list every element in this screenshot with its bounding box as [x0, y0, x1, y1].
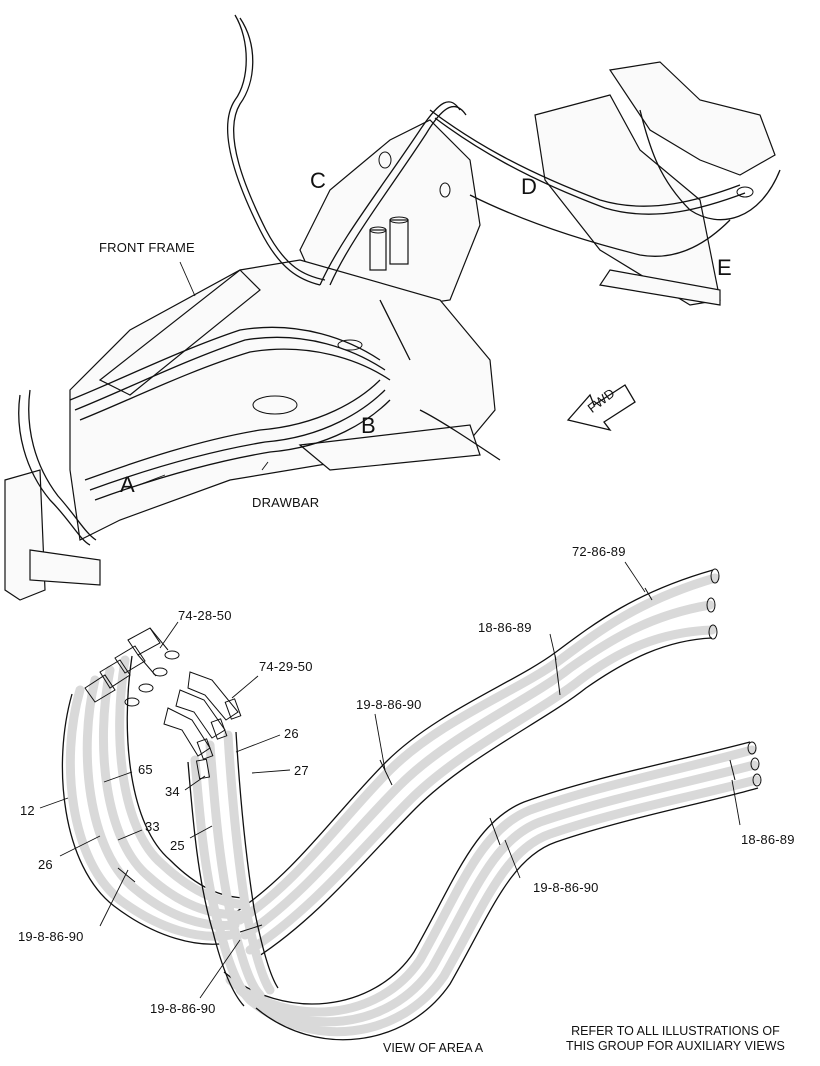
callout-12: 12 — [20, 803, 35, 818]
area-e-label: E — [717, 255, 732, 280]
callout-65: 65 — [138, 762, 153, 777]
forward-direction-arrow — [566, 384, 636, 432]
machine-frame-assembly — [4, 61, 776, 601]
refer-note-line-1: REFER TO ALL ILLUSTRATIONS OF — [571, 1024, 780, 1038]
fitting-group-74-28-50 — [84, 627, 180, 707]
callout-25: 25 — [170, 838, 185, 853]
front-frame-label: FRONT FRAME — [99, 240, 195, 255]
callout-74-28-50: 74-28-50 — [178, 608, 232, 623]
callout-19-8-86-90-middle: 19-8-86-90 — [356, 697, 422, 712]
callout-74-29-50: 74-29-50 — [259, 659, 313, 674]
area-a-hose-bundle — [61, 568, 762, 1041]
area-a-label: A — [120, 472, 135, 497]
refer-note-line-2: THIS GROUP FOR AUXILIARY VIEWS — [566, 1039, 785, 1053]
callout-72-86-89: 72-86-89 — [572, 544, 626, 559]
area-d-label: D — [521, 174, 537, 199]
callout-26-right: 26 — [284, 726, 299, 741]
refer-note: REFER TO ALL ILLUSTRATIONS OF THIS GROUP… — [566, 1024, 785, 1054]
callout-18-86-89-right: 18-86-89 — [741, 832, 795, 847]
upper-hose-routing — [18, 14, 781, 546]
callout-19-8-86-90-right: 19-8-86-90 — [533, 880, 599, 895]
callout-leaders — [39, 561, 741, 999]
area-c-label: C — [310, 168, 326, 193]
area-b-label: B — [361, 413, 376, 438]
callout-33: 33 — [145, 819, 160, 834]
callout-19-8-86-90-bottom: 19-8-86-90 — [150, 1001, 216, 1016]
callout-26-left: 26 — [38, 857, 53, 872]
callout-34: 34 — [165, 784, 180, 799]
callout-27: 27 — [294, 763, 309, 778]
hose-clamps — [117, 587, 736, 933]
callout-18-86-89-top: 18-86-89 — [478, 620, 532, 635]
drawbar-label: DRAWBAR — [252, 495, 320, 510]
fitting-group-74-29-50 — [163, 671, 242, 780]
view-title: VIEW OF AREA A — [383, 1041, 484, 1055]
callout-19-8-86-90-left: 19-8-86-90 — [18, 929, 84, 944]
